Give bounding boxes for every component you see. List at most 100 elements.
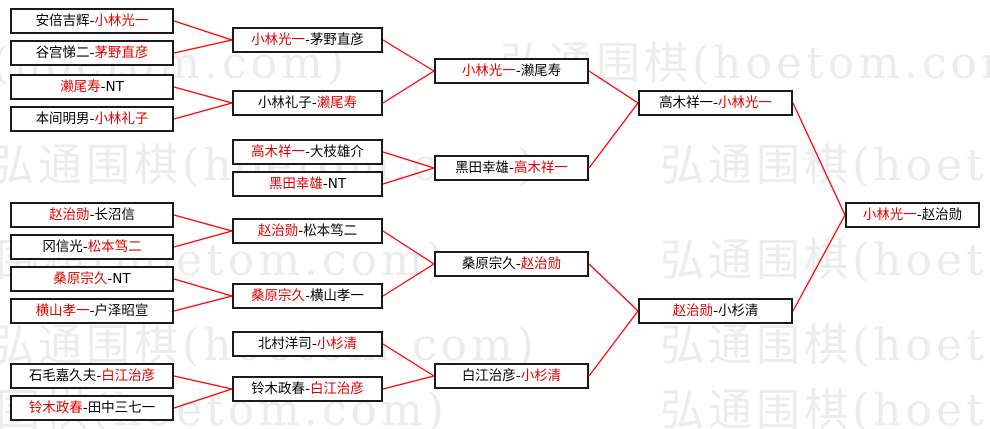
match-r1-9: 石毛嘉久夫-白江治彦: [10, 363, 174, 389]
match-r1-2: 谷宫悌二-茅野直彦: [10, 40, 174, 66]
connector-line: [588, 263, 639, 312]
connector-line: [173, 375, 233, 390]
connector-line: [588, 70, 639, 104]
player-name: 白江治彦: [461, 368, 516, 384]
match-r1-5: 赵治勋-长沼信: [10, 202, 174, 228]
player-name: 安倍吉辉: [35, 13, 90, 29]
match-r3-2: 黑田幸雄-高木祥一: [434, 155, 589, 181]
connector-line: [382, 375, 435, 390]
connector-line: [173, 278, 233, 297]
match-r2-3: 高木祥一-大枝雄介: [232, 139, 383, 165]
connector-line: [382, 263, 435, 297]
winner-name: 赵治勋: [672, 303, 714, 319]
connector-line: [173, 39, 233, 54]
watermark-text: 弘通围棋(hoetom.com): [660, 320, 990, 371]
match-r2-2: 小林礼子-濑尾寿: [232, 90, 383, 116]
player-name: 铃木政春: [251, 381, 306, 397]
match-r2-6: 桑原宗久-横山孝一: [232, 283, 383, 309]
connector-line: [173, 86, 233, 104]
connector-line: [173, 295, 233, 312]
player-name: 濑尾寿: [520, 63, 562, 79]
connector-line: [173, 388, 233, 409]
player-name: 石毛嘉久夫: [28, 368, 97, 384]
match-r2-7: 北村洋司-小杉清: [232, 331, 383, 357]
match-r2-1: 小林光一-茅野直彦: [232, 27, 383, 53]
winner-name: 赵治勋: [49, 207, 90, 223]
match-r3-3: 桑原宗久-赵治勋: [434, 251, 589, 277]
match-r2-4: 黑田幸雄-NT: [232, 171, 383, 197]
connector-line: [382, 230, 435, 265]
winner-name: 小杉清: [520, 368, 562, 384]
winner-name: 白江治彦: [101, 368, 156, 384]
winner-name: 小林光一: [717, 95, 772, 111]
player-name: 小林礼子: [257, 95, 312, 111]
match-r1-3: 濑尾寿-NT: [10, 74, 174, 100]
player-name: 长沼信: [94, 207, 135, 223]
connector-line: [382, 151, 435, 169]
player-name: 茅野直彦: [309, 32, 364, 48]
winner-name: 黑田幸雄: [268, 176, 323, 192]
match-r3-4: 白江治彦-小杉清: [434, 363, 589, 389]
match-r3-1: 小林光一-濑尾寿: [434, 58, 589, 84]
connector-line: [792, 214, 846, 312]
winner-name: 铃木政春: [28, 400, 83, 416]
winner-name: 桑原宗久: [53, 271, 108, 287]
player-name: 户泽昭宣: [94, 303, 149, 319]
connector-line: [382, 70, 435, 104]
winner-name: 濑尾寿: [316, 95, 358, 111]
player-name: 北村洋司: [257, 336, 312, 352]
connector-line: [382, 167, 435, 185]
player-name: 田中三七一: [87, 400, 156, 416]
match-r4-1: 高木祥一-小林光一: [638, 90, 793, 116]
winner-name: 白江治彦: [309, 381, 364, 397]
winner-name: 茅野直彦: [94, 45, 149, 61]
connector-line: [588, 310, 639, 377]
connector-line: [173, 102, 233, 120]
winner-name: 高木祥一: [513, 160, 568, 176]
winner-name: 小杉清: [316, 336, 358, 352]
winner-name: 小林光一: [862, 207, 917, 223]
winner-name: 横山孝一: [35, 303, 90, 319]
match-r1-6: 冈信光-松本笃二: [10, 234, 174, 260]
winner-name: 赵治勋: [257, 223, 299, 239]
match-r2-8: 铃木政春-白江治彦: [232, 376, 383, 402]
connector-line: [173, 230, 233, 248]
player-name: 高木祥一: [659, 95, 714, 111]
player-name: 赵治勋: [921, 207, 963, 223]
player-name: 大枝雄介: [309, 144, 364, 160]
winner-name: 小林光一: [94, 13, 149, 29]
player-name: NT: [327, 176, 347, 192]
winner-name: 小林礼子: [94, 111, 149, 127]
connector-line: [382, 39, 435, 72]
winner-name: 高木祥一: [251, 144, 306, 160]
player-name: 桑原宗久: [461, 256, 516, 272]
player-name: 横山孝一: [309, 288, 364, 304]
player-name: 谷宫悌二: [35, 45, 90, 61]
connector-line: [173, 214, 233, 232]
watermark-text: 弘通围棋(hoetom.com): [660, 235, 990, 286]
winner-name: 濑尾寿: [60, 79, 101, 95]
winner-name: 赵治勋: [520, 256, 562, 272]
player-name: NT: [112, 271, 131, 287]
winner-name: 松本笃二: [87, 239, 142, 255]
connector-line: [588, 102, 639, 169]
connector-line: [173, 20, 233, 41]
match-final: 小林光一-赵治勋: [845, 202, 980, 228]
match-r2-5: 赵治勋-松本笃二: [232, 218, 383, 244]
match-r1-4: 本间明男-小林礼子: [10, 106, 174, 132]
player-name: 本间明男: [35, 111, 90, 127]
player-name: 小杉清: [717, 303, 759, 319]
match-r4-2: 赵治勋-小杉清: [638, 298, 793, 324]
match-r1-8: 横山孝一-户泽昭宣: [10, 298, 174, 324]
match-r1-7: 桑原宗久-NT: [10, 266, 174, 292]
player-name: NT: [105, 79, 124, 95]
winner-name: 小林光一: [461, 63, 516, 79]
winner-name: 小林光一: [251, 32, 306, 48]
connector-line: [792, 102, 846, 216]
match-r1-10: 铃木政春-田中三七一: [10, 395, 174, 421]
winner-name: 桑原宗久: [251, 288, 306, 304]
connector-line: [382, 343, 435, 377]
watermark-text: 弘通围棋(hoetom.com): [660, 385, 990, 429]
match-r1-1: 安倍吉辉-小林光一: [10, 8, 174, 34]
